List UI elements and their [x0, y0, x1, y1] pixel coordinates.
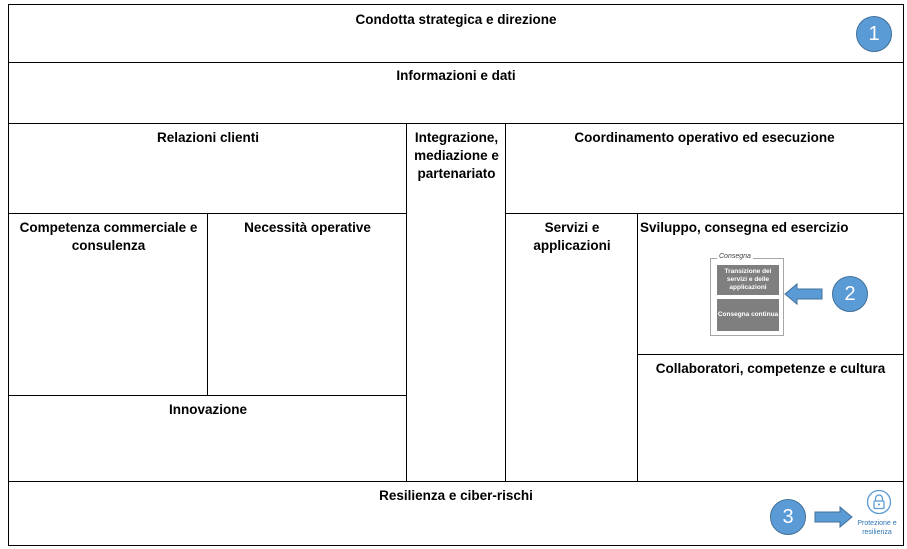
badge-2: 2 — [832, 276, 868, 312]
badge-3: 3 — [770, 499, 806, 535]
necessita-title: Necessità operative — [244, 220, 371, 235]
consegna-item-continua: Consegna continua — [717, 299, 779, 331]
coordinamento-title: Coordinamento operativo ed esecuzione — [574, 130, 835, 145]
condotta-section: Condotta strategica e direzione — [8, 4, 904, 64]
left-arrow-icon — [784, 282, 823, 306]
competenza-section: Competenza commerciale e consulenza — [8, 213, 209, 397]
informazioni-section: Informazioni e dati — [8, 62, 904, 125]
informazioni-title: Informazioni e dati — [396, 68, 516, 83]
collaboratori-title: Collaboratori, competenze e cultura — [655, 361, 886, 376]
relazioni-title: Relazioni clienti — [156, 130, 260, 145]
protection-label: Protezione e resilienza — [857, 520, 897, 536]
collaboratori-section: Collaboratori, competenze e cultura — [637, 354, 904, 483]
resilienza-section: Resilienza e ciber-rischi — [8, 481, 904, 546]
condotta-title: Condotta strategica e direzione — [355, 12, 557, 27]
badge-1: 1 — [856, 16, 892, 52]
competenza-title: Competenza commerciale e consulenza — [19, 220, 198, 253]
innovazione-section: Innovazione — [8, 395, 408, 483]
sviluppo-title: Sviluppo, consegna ed esercizio — [640, 220, 849, 235]
necessita-section: Necessità operative — [207, 213, 408, 397]
consegna-panel: Consegna Transizione dei servizi e delle… — [710, 252, 784, 336]
servizi-title: Servizi e applicazioni — [533, 220, 611, 253]
integrazione-title: Integrazione, mediazione e partenariato — [414, 130, 499, 181]
relazioni-section: Relazioni clienti — [8, 123, 408, 215]
innovazione-title: Innovazione — [168, 402, 247, 417]
servizi-section: Servizi e applicazioni — [505, 213, 639, 483]
coordinamento-section: Coordinamento operativo ed esecuzione — [505, 123, 904, 215]
integrazione-section: Integrazione, mediazione e partenariato — [406, 123, 507, 483]
consegna-label: Consegna — [717, 252, 753, 262]
lock-icon — [866, 489, 892, 515]
right-arrow-icon — [814, 505, 853, 529]
consegna-item-transizione: Transizione dei servizi e delle applicaz… — [717, 265, 779, 295]
resilienza-title: Resilienza e ciber-rischi — [379, 488, 533, 503]
